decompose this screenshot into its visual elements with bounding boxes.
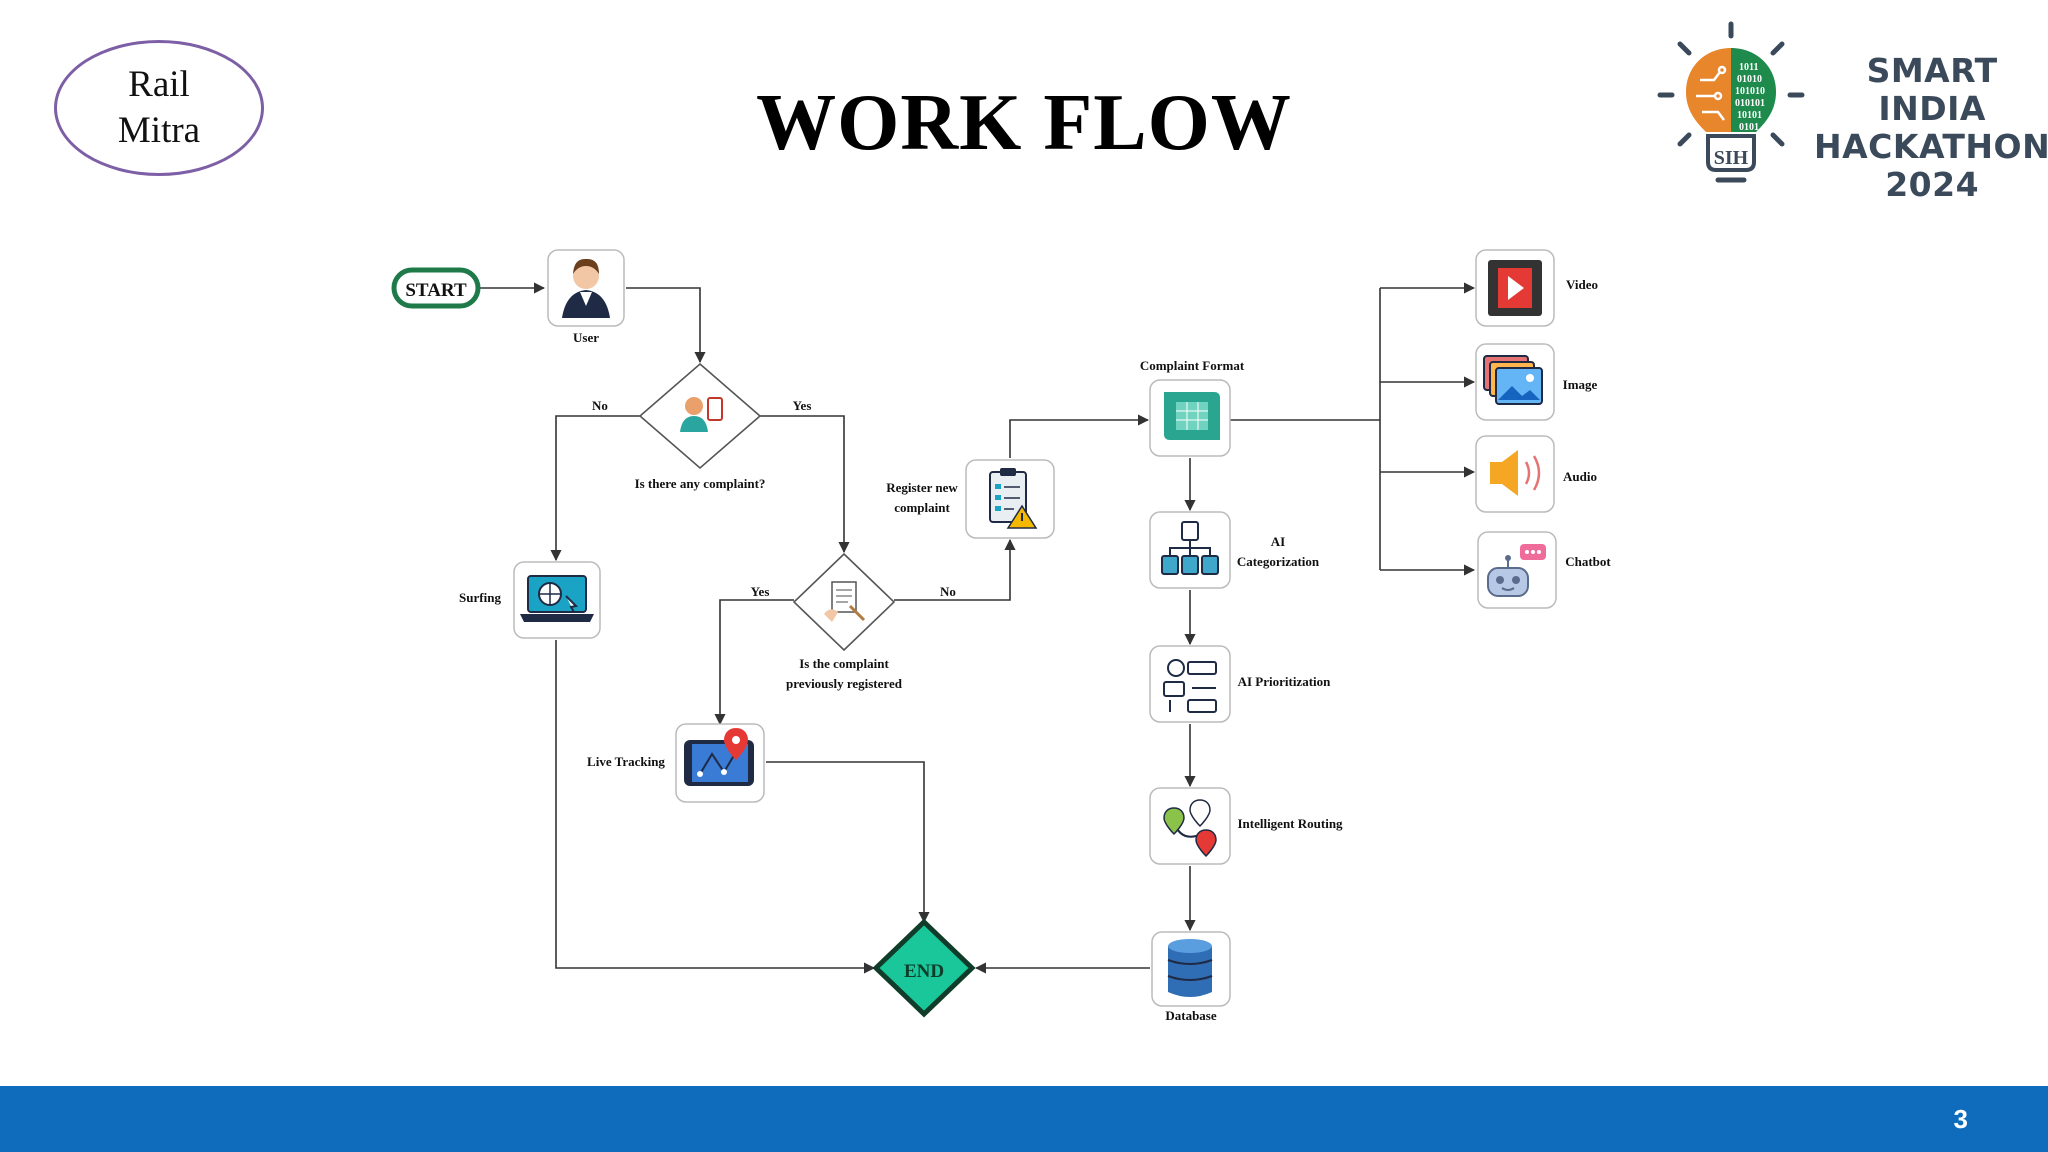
map-pin-icon (684, 728, 754, 786)
no-label: No (592, 398, 608, 413)
flow-connectors (480, 282, 1476, 974)
arrow-yes-registered (760, 415, 850, 554)
no-label: No (940, 584, 956, 599)
logo-rays (1657, 21, 1805, 147)
database-label: Database (1165, 1008, 1217, 1023)
video-icon (1488, 260, 1542, 316)
logo-bits: 01010 (1737, 74, 1762, 85)
chatbot-label: Chatbot (1565, 554, 1611, 569)
surfing-node: Surfing (459, 561, 601, 639)
logo-text-line3: 2024 (1885, 165, 1980, 204)
database-icon (1167, 939, 1213, 997)
arrow-no-register (894, 538, 1016, 601)
start-label: START (405, 280, 467, 301)
brain-right-icon (1731, 48, 1776, 132)
end-label: END (904, 961, 944, 982)
image-icon (1483, 355, 1543, 405)
arrow-user-decision (626, 287, 706, 364)
image-node: Image (1475, 343, 1598, 421)
decision-complaint-label: Is there any complaint? (635, 476, 766, 491)
logo-bits: 10101 (1737, 110, 1762, 121)
page-title: WORK FLOW (756, 79, 1292, 167)
database-node: Database (1151, 931, 1231, 1023)
priority-list-icon (1163, 659, 1217, 713)
live-tracking-label: Live Tracking (587, 754, 665, 769)
arrow-register-format (1009, 414, 1150, 458)
logo-badge: SIH (1714, 147, 1749, 169)
logo-bits: 101010 (1735, 86, 1765, 97)
logo-bits: 1011 (1739, 62, 1758, 73)
document-hand-icon (824, 581, 866, 622)
agent-icon (680, 397, 723, 432)
ai-categorization-node: AI Categorization (1149, 511, 1320, 589)
ai-categorization-label-2: Categorization (1237, 554, 1320, 569)
ai-prioritization-node: AI Prioritization (1149, 645, 1332, 723)
intelligent-routing-label: Intelligent Routing (1237, 816, 1343, 831)
page-number: 3 (1953, 1104, 1968, 1134)
arrow-yes-tracking (714, 599, 794, 726)
register-complaint-node: Register new complaint (886, 459, 1055, 539)
bulb-base-icon (1706, 134, 1756, 172)
audio-label: Audio (1563, 469, 1597, 484)
start-terminal: START (391, 267, 481, 309)
team-name-line1: Rail (128, 64, 190, 105)
brain-circuit-icon (1696, 65, 1727, 121)
logo-bits: 0101 (1739, 122, 1759, 133)
video-node: Video (1475, 249, 1598, 327)
yes-label: Yes (751, 584, 770, 599)
chatbot-node: Chatbot (1477, 531, 1611, 609)
intelligent-routing-node: Intelligent Routing (1149, 787, 1343, 865)
team-name-oval: Rail Mitra (54, 40, 264, 176)
scroll-form-icon (1164, 392, 1220, 440)
image-label: Image (1563, 377, 1598, 392)
register-label-2: complaint (894, 500, 950, 515)
yes-label: Yes (793, 398, 812, 413)
sih-logo-icon: 1011 01010 101010 010101 10101 0101 SIH (1657, 21, 1805, 183)
decision-registered-label-2: previously registered (786, 676, 903, 691)
logo-text: SMART INDIA HACKATHON 2024 (1814, 52, 2048, 204)
logo-text-line2: HACKATHON (1814, 127, 2048, 166)
user-icon (562, 258, 610, 318)
ai-prioritization-label: AI Prioritization (1238, 674, 1332, 689)
complaint-format-node: Complaint Format (1140, 358, 1245, 457)
route-pins-icon (1163, 799, 1217, 858)
decision-any-complaint: Is there any complaint? No Yes (592, 362, 812, 491)
end-terminal: END (872, 918, 976, 1018)
video-label: Video (1566, 277, 1598, 292)
surfing-label: Surfing (459, 590, 501, 605)
footer-bar: 3 (0, 1086, 2048, 1152)
chatbot-icon (1487, 544, 1546, 597)
user-label: User (573, 330, 599, 345)
team-name-line2: Mitra (117, 110, 201, 151)
user-node: User (547, 249, 625, 345)
live-tracking-node: Live Tracking (587, 723, 765, 803)
decision-registered-label-1: Is the complaint (799, 656, 889, 671)
audio-node: Audio (1475, 435, 1597, 513)
hierarchy-icon (1161, 521, 1219, 575)
logo-bits: 010101 (1735, 98, 1765, 109)
decision-previously-registered: Is the complaint previously registered Y… (751, 552, 956, 691)
arrow-surfing-end (555, 640, 876, 974)
complaint-format-label: Complaint Format (1140, 358, 1245, 373)
speaker-icon (1490, 450, 1541, 496)
ai-categorization-label-1: AI (1271, 534, 1285, 549)
arrow-no-surfing (550, 415, 640, 562)
arrow-tracking-end (766, 761, 930, 924)
register-label-1: Register new (886, 480, 958, 495)
laptop-globe-icon (520, 575, 594, 622)
workflow-diagram: START User Is there any complaint? No Ye… (391, 249, 1611, 1023)
clipboard-warning-icon (989, 468, 1038, 529)
logo-text-line1: SMART INDIA (1866, 51, 1998, 128)
